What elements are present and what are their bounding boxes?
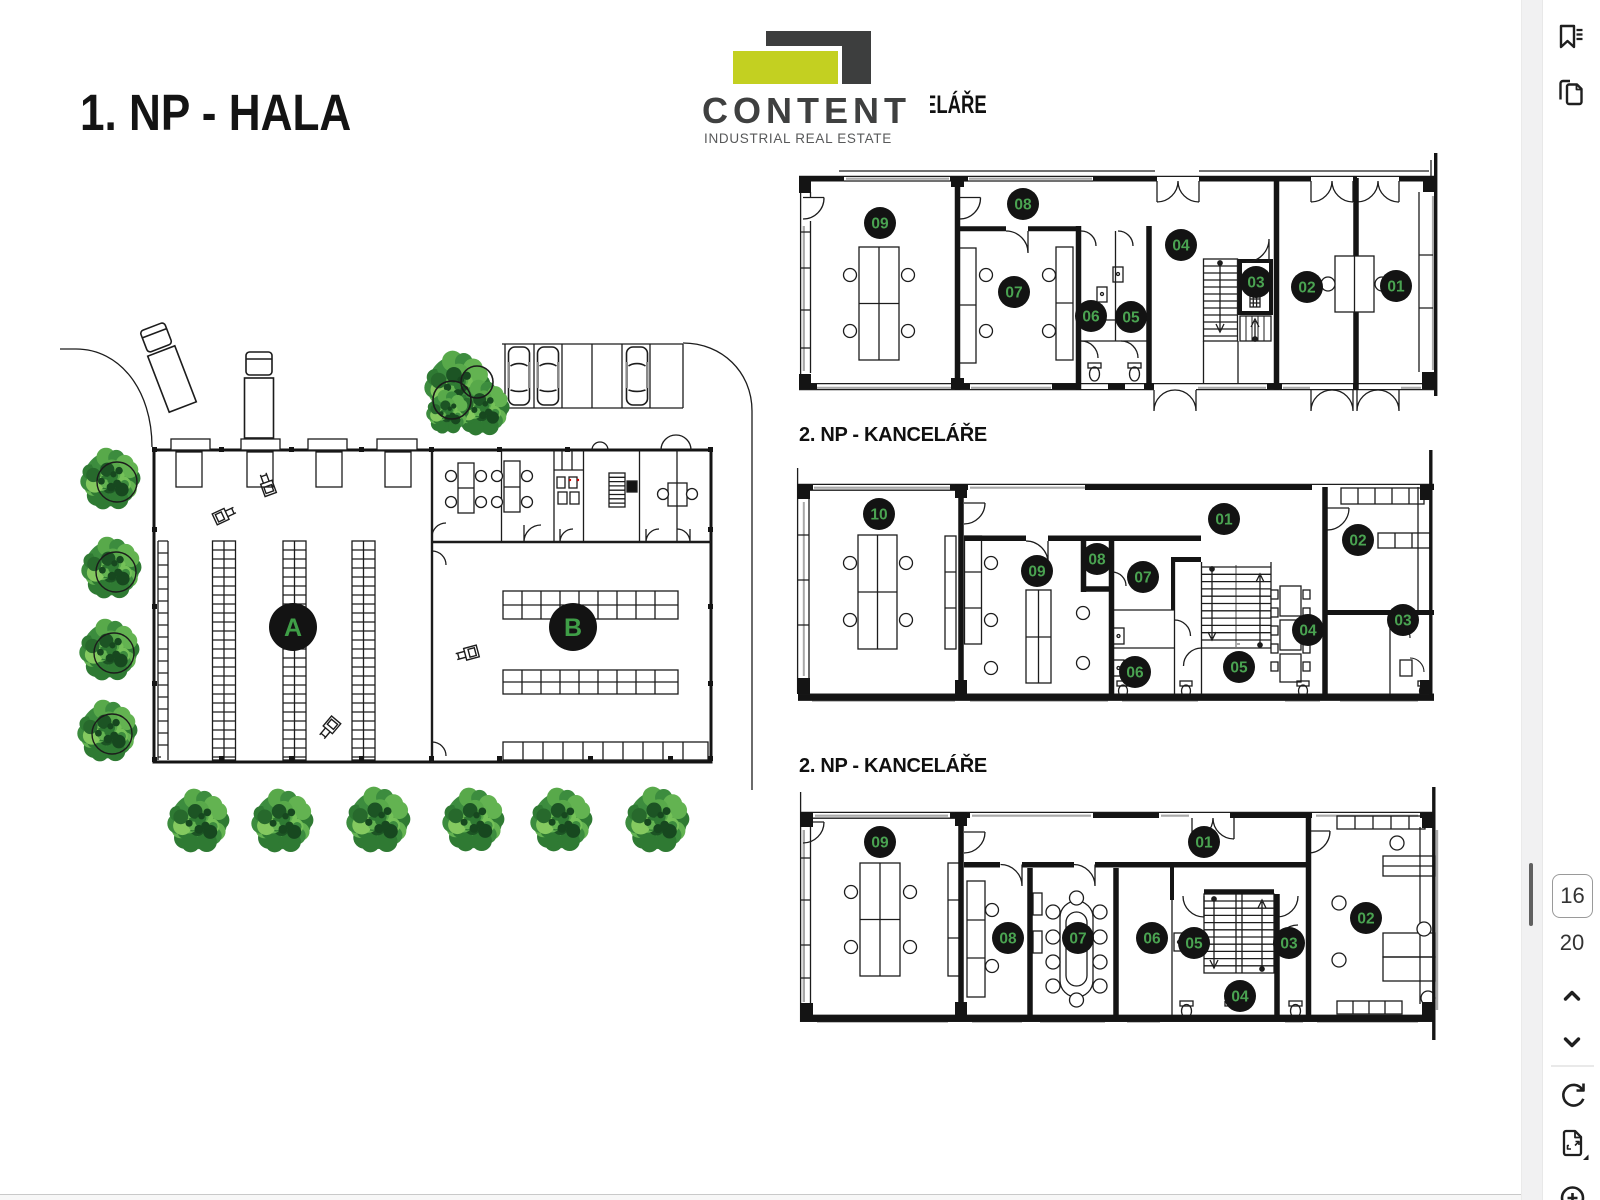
svg-text:03: 03 bbox=[1394, 613, 1412, 630]
svg-text:08: 08 bbox=[1014, 197, 1032, 214]
svg-text:06: 06 bbox=[1126, 665, 1144, 682]
svg-text:01: 01 bbox=[1195, 835, 1213, 852]
svg-text:03: 03 bbox=[1280, 936, 1298, 953]
svg-text:A: A bbox=[284, 614, 302, 642]
svg-text:09: 09 bbox=[871, 216, 889, 233]
svg-text:08: 08 bbox=[999, 931, 1017, 948]
svg-text:07: 07 bbox=[1134, 570, 1151, 587]
svg-text:05: 05 bbox=[1122, 310, 1140, 327]
svg-text:07: 07 bbox=[1005, 285, 1022, 302]
svg-text:09: 09 bbox=[1028, 564, 1046, 581]
svg-text:08: 08 bbox=[1088, 552, 1106, 569]
svg-text:01: 01 bbox=[1387, 279, 1405, 296]
svg-text:02: 02 bbox=[1349, 533, 1366, 550]
svg-text:02: 02 bbox=[1357, 911, 1374, 928]
svg-text:04: 04 bbox=[1231, 989, 1249, 1006]
svg-text:01: 01 bbox=[1215, 512, 1233, 529]
svg-text:10: 10 bbox=[870, 507, 887, 524]
svg-text:03: 03 bbox=[1247, 275, 1265, 292]
svg-text:B: B bbox=[564, 614, 582, 642]
svg-text:09: 09 bbox=[871, 835, 889, 852]
svg-text:02: 02 bbox=[1298, 280, 1315, 297]
svg-text:07: 07 bbox=[1069, 931, 1086, 948]
svg-text:04: 04 bbox=[1172, 238, 1190, 255]
svg-text:06: 06 bbox=[1082, 309, 1100, 326]
svg-text:05: 05 bbox=[1230, 660, 1248, 677]
svg-text:05: 05 bbox=[1185, 936, 1203, 953]
svg-text:04: 04 bbox=[1299, 623, 1317, 640]
svg-text:06: 06 bbox=[1143, 931, 1161, 948]
